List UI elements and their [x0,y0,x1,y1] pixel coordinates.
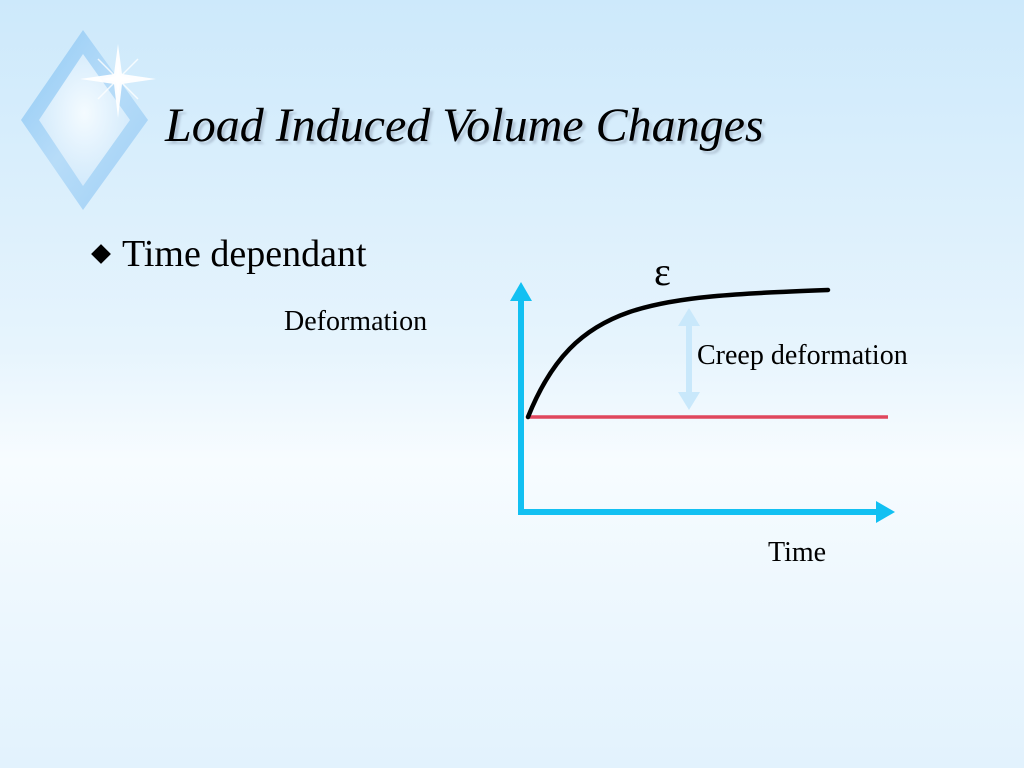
y-axis-label: Deformation [284,306,428,337]
diamond-star-logo [21,30,156,210]
creep-deformation-arrow [678,308,700,410]
bullet-text: Time dependant [122,233,367,275]
bullet-item: Time dependant [90,232,367,276]
y-axis-arrowhead [510,282,532,301]
creep-curve [525,287,831,420]
slide-title: Load Induced Volume Changes [165,99,764,152]
x-axis-label: Time [768,537,827,568]
epsilon-label: ε [654,249,671,294]
x-axis-arrowhead [876,501,895,523]
sparkle-icon [80,44,156,118]
creep-deformation-label: Creep deformation [697,340,908,371]
